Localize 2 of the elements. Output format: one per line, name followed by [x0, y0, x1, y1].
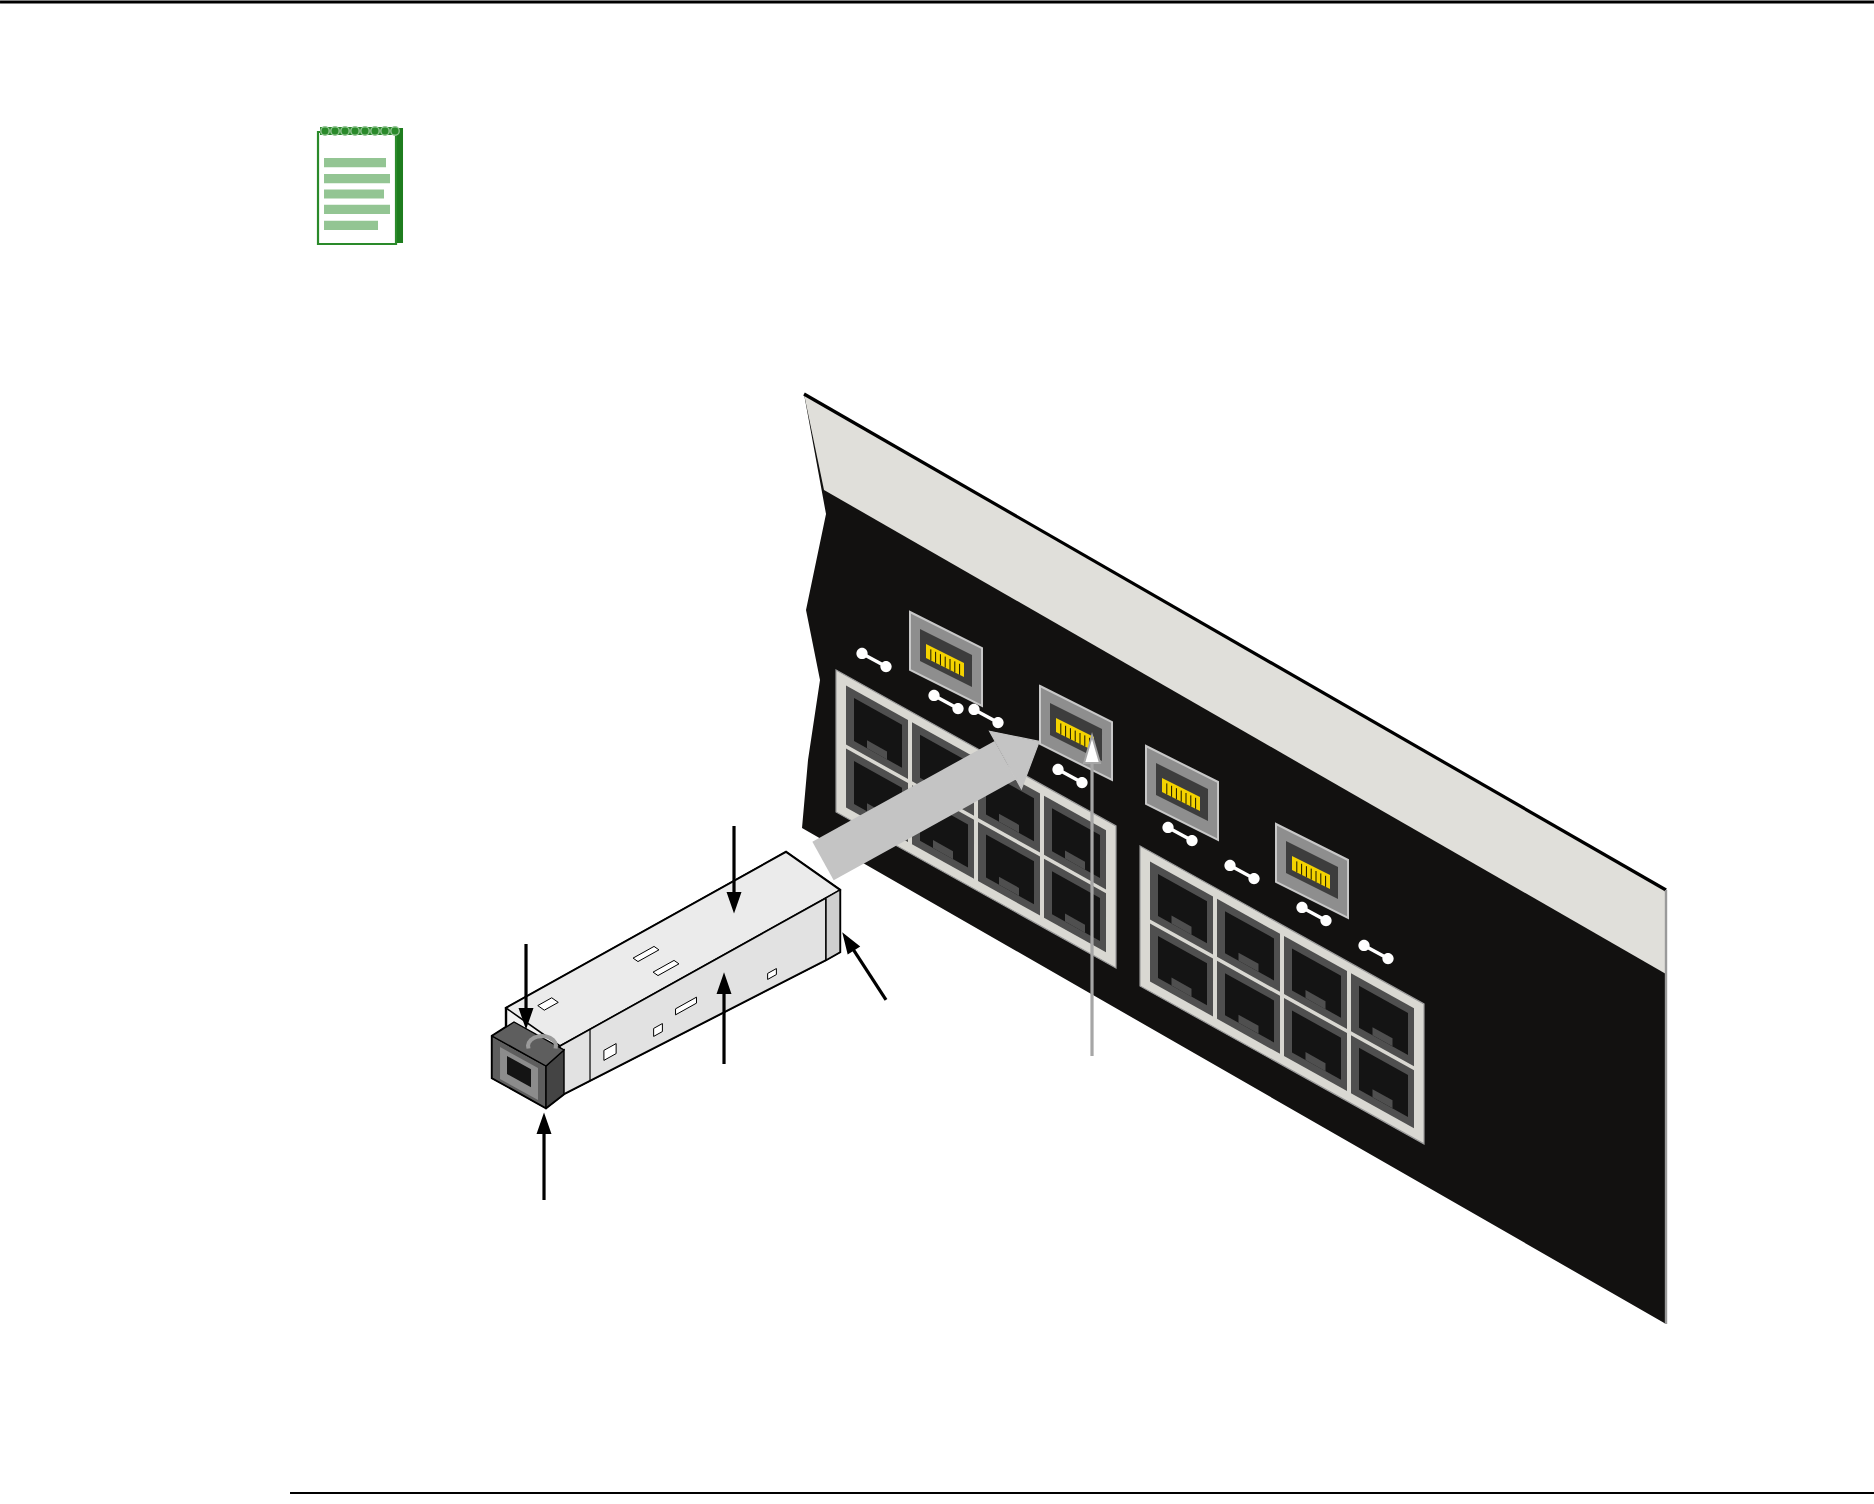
switch-panel — [802, 392, 1668, 1324]
transceiver-module — [490, 850, 842, 1110]
